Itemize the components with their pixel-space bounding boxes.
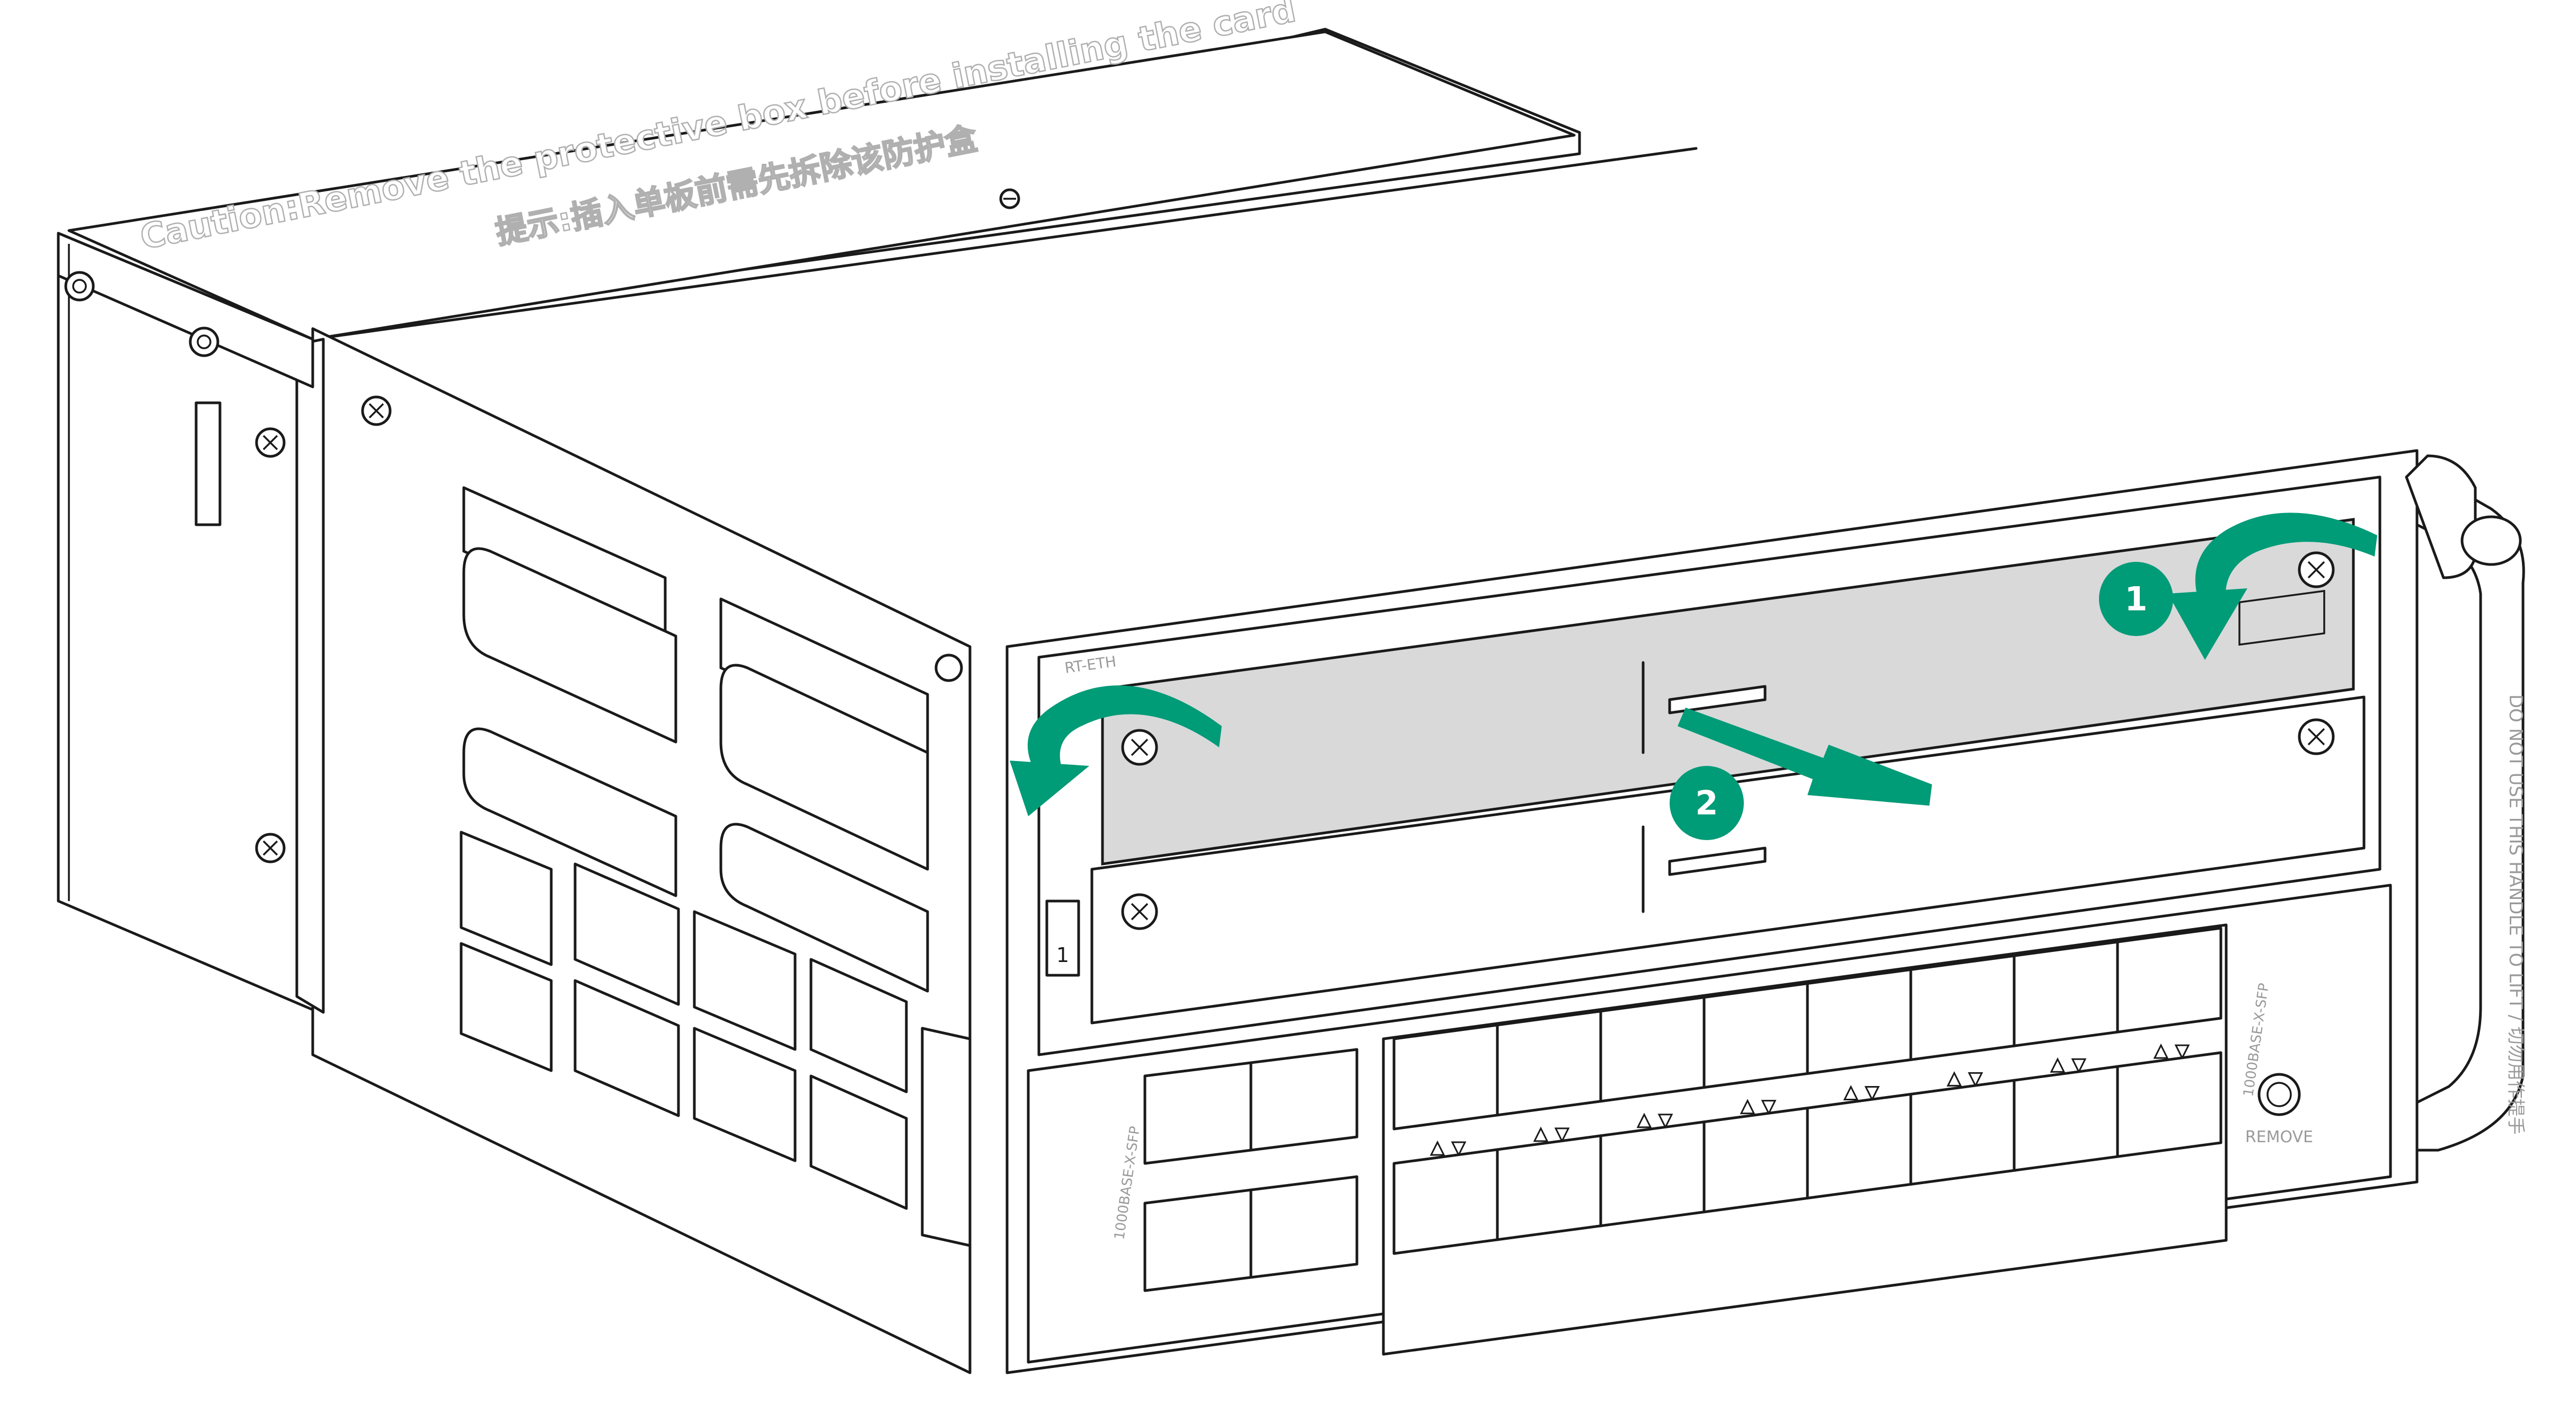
- led-indicator-icon: [1761, 1100, 1777, 1115]
- port-number-grid: [2238, 589, 2325, 646]
- sfp-port[interactable]: [1496, 1134, 1602, 1241]
- sfp-port[interactable]: [1392, 1023, 1499, 1131]
- led-indicator-icon: [1430, 1140, 1445, 1156]
- pull-tab[interactable]: [1668, 685, 1767, 714]
- side-label: [195, 401, 222, 526]
- sfp-port[interactable]: [1392, 1148, 1499, 1255]
- front-faceplate: 1 RT-ETH 1000BASE-X-SFP 1000BASE-X-SFP: [1005, 449, 2419, 1374]
- vent-slots: [460, 486, 929, 1210]
- sfp-port[interactable]: [1249, 1175, 1358, 1279]
- led-indicator-icon: [2071, 1058, 2087, 1074]
- screws: [64, 271, 963, 863]
- pull-tab[interactable]: [1668, 846, 1767, 876]
- card-handle[interactable]: DO NOT USE THIS HANDLE TO LIFT / 切勿用作提手: [2405, 454, 2526, 1152]
- led-indicator-icon: [1843, 1085, 1859, 1100]
- latch-bracket: [921, 1027, 972, 1247]
- sfp-port[interactable]: [2116, 1051, 2222, 1158]
- led-indicator-icon: [1533, 1126, 1549, 1142]
- led-indicator-icon: [1864, 1086, 1880, 1101]
- sfp-port[interactable]: [2116, 926, 2222, 1034]
- protective-box: [57, 28, 1698, 1011]
- panel-screws: [1121, 551, 2335, 930]
- sfp-ports-main: [1382, 923, 2228, 1356]
- sfp-ports-left: [1143, 1048, 1358, 1292]
- sfp-port[interactable]: [2013, 940, 2119, 1047]
- sfp-port[interactable]: [1496, 1010, 1602, 1117]
- led-indicator-icon: [1968, 1072, 1983, 1088]
- rotate-arrow-right: [2168, 513, 2377, 660]
- remove-label: REMOVE: [2245, 1128, 2313, 1146]
- led-indicator-icon: [1554, 1127, 1570, 1143]
- sfp-port[interactable]: [2013, 1065, 2119, 1172]
- pull-arrow: [1678, 708, 1932, 806]
- sfp-port[interactable]: [1806, 1092, 1912, 1199]
- led-indicator-icon: [2050, 1057, 2066, 1073]
- sfp-port[interactable]: [1702, 982, 1809, 1089]
- sfp-port[interactable]: [1249, 1048, 1358, 1152]
- screw-icon: [189, 326, 219, 357]
- chassis-frame: [57, 232, 972, 1374]
- led-indicator-icon: [1451, 1141, 1467, 1157]
- rotate-arrow-left: [1010, 685, 1222, 816]
- sfp-port[interactable]: [1806, 968, 1912, 1075]
- slot-number: 1: [1056, 943, 1069, 967]
- sfp-port[interactable]: [1599, 996, 1706, 1103]
- sfp-port[interactable]: [1143, 1061, 1252, 1165]
- sfp-port-row-bottom: [1392, 1051, 2222, 1255]
- step-badge-1: 1: [2099, 562, 2173, 636]
- sfp-port[interactable]: [1702, 1106, 1809, 1214]
- sfp-port[interactable]: [1909, 954, 2016, 1061]
- step-number: 2: [1695, 784, 1718, 823]
- slot-indicator: [1045, 899, 1080, 977]
- screw-icon: [934, 654, 963, 682]
- led-indicator-icon: [2174, 1044, 2190, 1060]
- led-indicator-icon: [1740, 1099, 1755, 1115]
- sfp-port-row-top: [1392, 926, 2222, 1157]
- step-badge-2: 2: [1670, 766, 1744, 840]
- screw-icon: [64, 271, 95, 302]
- led-indicator-icon: [1636, 1113, 1652, 1128]
- sfp-port[interactable]: [1143, 1188, 1252, 1292]
- sfp-port[interactable]: [1599, 1120, 1706, 1228]
- handle-warning: DO NOT USE THIS HANDLE TO LIFT / 切勿用作提手: [2505, 694, 2526, 1135]
- led-indicator-icon: [2153, 1043, 2169, 1059]
- step-number: 1: [2124, 580, 2147, 619]
- led-indicator-icon: [1657, 1114, 1673, 1129]
- led-indicator-icon: [1946, 1071, 1962, 1087]
- sfp-port[interactable]: [1909, 1079, 2016, 1186]
- remove-button[interactable]: [2257, 1073, 2301, 1116]
